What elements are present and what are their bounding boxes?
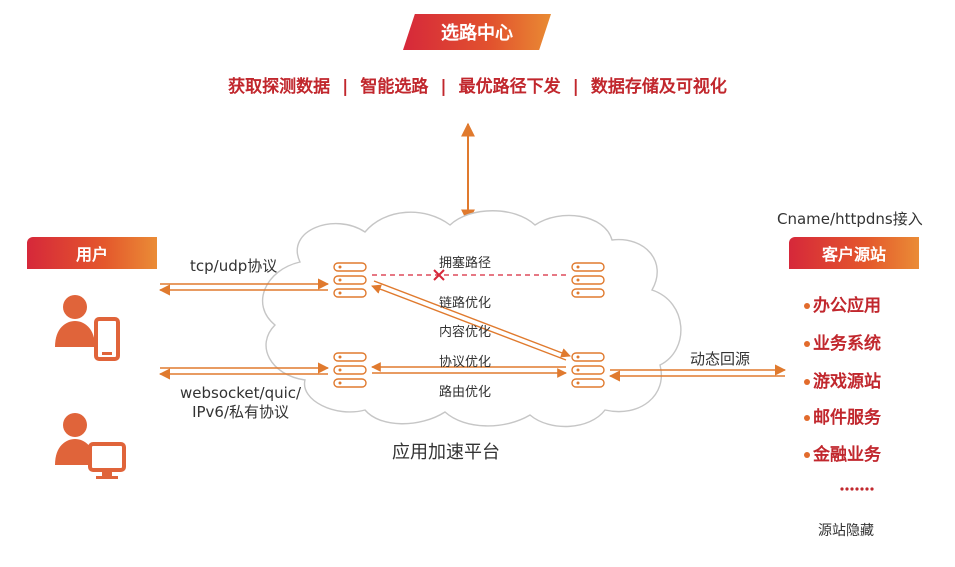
origin-item: 金融业务: [804, 440, 881, 465]
optimized-path: [371, 284, 567, 361]
protocol-line: IPv6/私有协议: [192, 403, 290, 421]
server-icon: [571, 352, 605, 388]
user-banner: 用户: [27, 237, 157, 269]
user-title: 用户: [75, 245, 108, 264]
protocol-label-top: tcp/udp协议: [190, 257, 278, 275]
feature-item: 最优路径下发: [458, 77, 561, 97]
protocol-label-bottom: websocket/quic/ IPv6/私有协议: [180, 384, 301, 422]
origin-access-label: Cname/httpdns接入: [777, 210, 923, 228]
more-items-ellipsis: [840, 487, 874, 491]
feature-list: 获取探测数据 | 智能选路 | 最优路径下发 | 数据存储及可视化: [0, 72, 955, 97]
feature-separator: |: [342, 77, 349, 97]
backsource-label: 动态回源: [690, 350, 751, 368]
user-desktop-icon: [55, 413, 126, 479]
bullet-icon: [804, 341, 810, 347]
cloud-label-congestion: 拥塞路径: [439, 256, 492, 271]
feature-separator: |: [440, 77, 447, 97]
user-mobile-icon: [55, 295, 120, 361]
server-icon: [333, 352, 367, 388]
origin-item-label: 邮件服务: [813, 408, 881, 428]
routing-center-banner: 选路中心: [403, 14, 551, 50]
cloud-label-link: 链路优化: [439, 296, 492, 311]
bullet-icon: [804, 379, 810, 385]
origin-item-label: 金融业务: [813, 445, 881, 465]
congestion-x-icon: [433, 269, 445, 281]
cloud-label-content: 内容优化: [439, 325, 492, 340]
platform-name: 应用加速平台: [392, 442, 500, 463]
optimized-path: [373, 280, 571, 358]
feature-item: 智能选路: [360, 77, 429, 97]
routing-center-title: 选路中心: [441, 23, 513, 44]
origin-item: 邮件服务: [804, 403, 881, 428]
bullet-icon: [804, 303, 810, 309]
feature-item: 获取探测数据: [228, 77, 331, 97]
origin-item: 游戏源站: [804, 367, 881, 392]
protocol-line: websocket/quic/: [180, 384, 302, 402]
cloud-label-protocol: 协议优化: [439, 355, 492, 370]
origin-banner: 客户源站: [789, 237, 919, 269]
origin-title: 客户源站: [821, 245, 886, 264]
bullet-icon: [804, 415, 810, 421]
bullet-icon: [804, 452, 810, 458]
origin-item-label: 办公应用: [813, 296, 881, 316]
server-icon: [333, 262, 367, 298]
origin-item-label: 游戏源站: [813, 372, 881, 392]
origin-item: 业务系统: [804, 329, 881, 354]
origin-item: 办公应用: [804, 291, 881, 316]
origin-hidden-label: 源站隐藏: [818, 523, 874, 539]
cloud-label-routing: 路由优化: [439, 385, 492, 400]
feature-item: 数据存储及可视化: [590, 77, 727, 97]
origin-item-label: 业务系统: [813, 334, 881, 354]
server-icon: [571, 262, 605, 298]
feature-separator: |: [572, 77, 579, 97]
